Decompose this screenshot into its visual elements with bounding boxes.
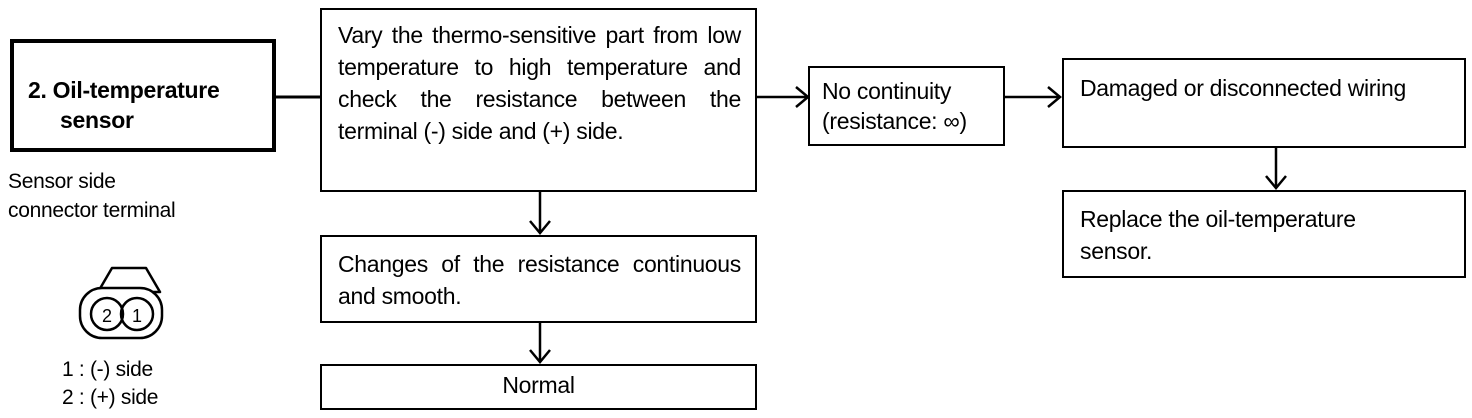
sensor-title-box: 2. Oil-temperature sensor <box>10 39 276 152</box>
check-resistance-text: Vary the thermo-sensitive part from low … <box>338 22 741 144</box>
no-continuity-box: No continuity (resistance: ∞) <box>808 66 1005 146</box>
sensor-title-line1: 2. Oil-temperature <box>28 77 220 103</box>
normal-text: Normal <box>502 372 575 398</box>
connector-caption-line1: Sensor side <box>8 170 116 193</box>
connector-caption: Sensor side connector terminal <box>8 167 176 225</box>
connector-terminal-icon: 2 1 <box>78 266 164 340</box>
pin-label-1: 1 <box>132 306 142 326</box>
sensor-title: 2. Oil-temperature sensor <box>28 75 220 135</box>
no-continuity-line1: No continuity <box>822 78 952 104</box>
pin-label-2: 2 <box>102 306 112 326</box>
damaged-wiring-text: Damaged or disconnected wiring <box>1080 75 1406 101</box>
replace-sensor-box: Replace the oil-temperature sensor. <box>1062 190 1466 278</box>
pin-legend-item: 1 : (-) side <box>62 358 153 381</box>
pin-legend: 1 : (-) side 2 : (+) side <box>62 356 159 412</box>
normal-box: Normal <box>320 364 757 410</box>
replace-sensor-text: Replace the oil-temperature sensor. <box>1080 206 1356 264</box>
sensor-title-line2: sensor <box>60 107 134 133</box>
no-continuity-line2: (resistance: ∞) <box>822 108 967 134</box>
pin-legend-item: 2 : (+) side <box>62 386 159 409</box>
connector-caption-line2: connector terminal <box>8 199 176 222</box>
changes-box: Changes of the resistance continuous and… <box>320 235 757 323</box>
changes-text: Changes of the resistance continuous and… <box>338 251 741 309</box>
check-resistance-box: Vary the thermo-sensitive part from low … <box>320 8 757 192</box>
damaged-wiring-box: Damaged or disconnected wiring <box>1062 58 1466 148</box>
